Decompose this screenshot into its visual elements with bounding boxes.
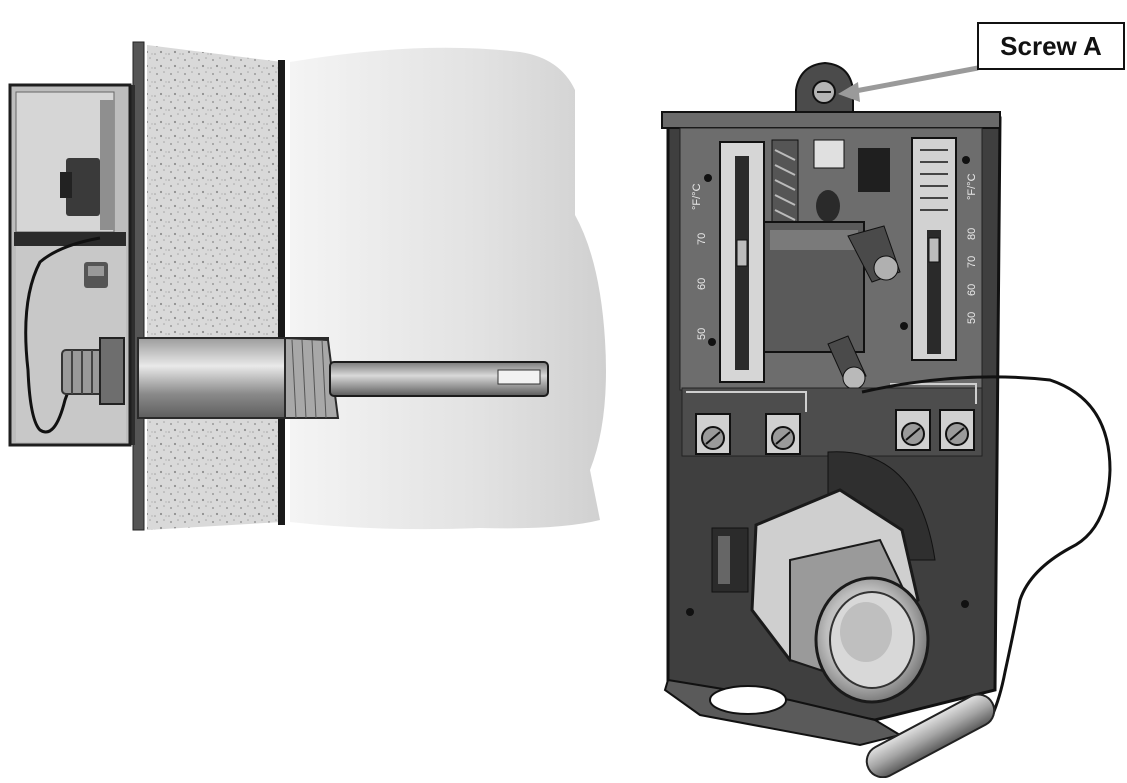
mounting-hole: [709, 685, 787, 715]
thermostat-unit: °F/°C 70 60 50: [661, 61, 1112, 779]
side-view-installation: [8, 41, 606, 531]
screw-a-callout: Screw A: [977, 22, 1125, 70]
right-scale-mark-3: 60: [966, 284, 978, 296]
terminal-block: [681, 387, 983, 457]
left-scale-mark-2: 60: [696, 278, 708, 290]
tank-body: [290, 47, 606, 530]
terminal-screws: [695, 409, 975, 455]
left-scale-mark-1: 70: [696, 233, 708, 245]
sensor-probe: [865, 693, 996, 779]
right-scale-mark-0: °F/°C: [966, 173, 978, 200]
well-fitting: [750, 488, 930, 704]
right-scale-mark-1: 80: [966, 228, 978, 240]
screw-a-label: Screw A: [1000, 30, 1102, 61]
left-scale-mark-0: °F/°C: [691, 183, 703, 210]
capillary-wire: [24, 236, 101, 434]
right-scale-mark-4: 50: [966, 312, 978, 324]
callout-arrow: [838, 65, 979, 102]
right-scale-mark-2: 70: [966, 256, 978, 268]
sensor-cable: [861, 375, 1112, 717]
tank-wall: [278, 60, 285, 525]
sensing-rod: [329, 361, 549, 397]
insulation-layer: [147, 45, 282, 530]
left-scale-mark-3: 50: [696, 328, 708, 340]
